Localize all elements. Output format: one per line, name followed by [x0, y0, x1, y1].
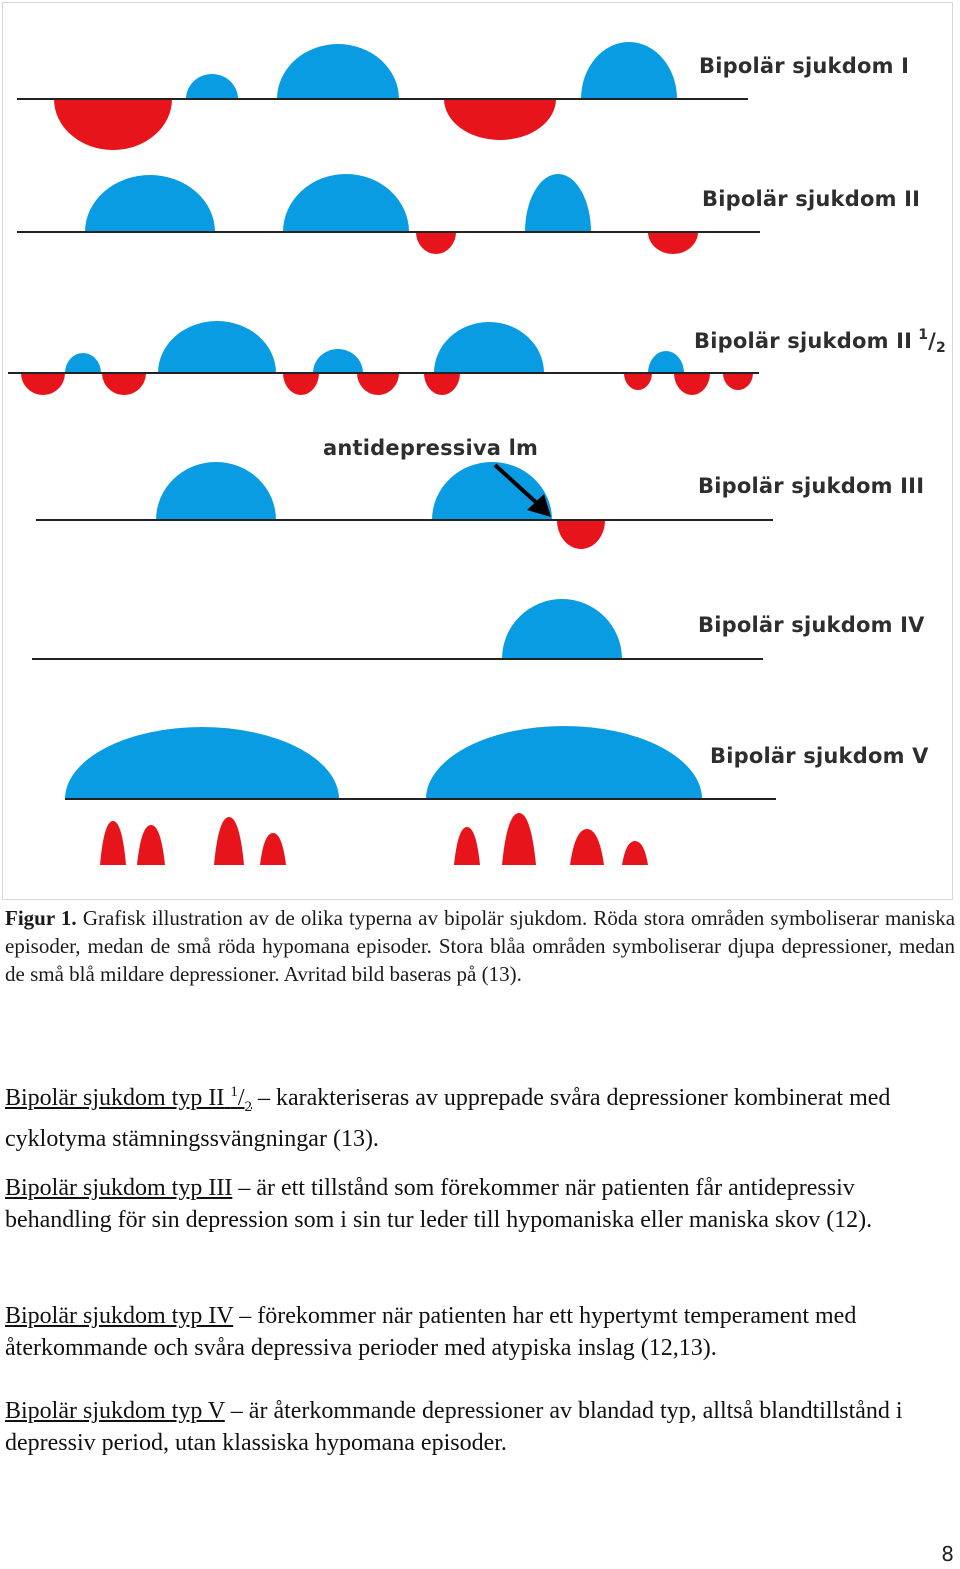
paragraph-type-5: Bipolär sjukdom typ V – är återkommande … — [5, 1398, 903, 1456]
mania-episode — [54, 99, 172, 150]
paragraph-text: är ett tillstånd som förekommer när pati… — [5, 1175, 873, 1233]
depression-episode — [502, 599, 622, 659]
hypomania-spike — [137, 825, 165, 865]
paragraph-type-2-half: Bipolär sjukdom typ II 1/2 – karakterise… — [5, 1084, 891, 1152]
figure-panel: Bipolär sjukdom I Bipolär sjukdom II Bip… — [2, 2, 953, 900]
mania-episode — [21, 373, 65, 395]
page-number: 8 — [941, 1542, 954, 1566]
hypomania-spike — [100, 821, 126, 865]
label-bipolar-5: Bipolär sjukdom V — [710, 744, 929, 768]
mania-episode — [444, 99, 556, 140]
hypomania-spike — [454, 827, 480, 865]
paragraph-text: är återkommande depressioner av blandad … — [5, 1398, 903, 1456]
label-bipolar-4: Bipolär sjukdom IV — [698, 613, 925, 637]
hypomania-spike — [502, 813, 536, 865]
depression-episode — [283, 174, 409, 232]
mania-episode — [674, 373, 710, 395]
hypomania-spike — [622, 841, 648, 865]
label-bipolar-3: Bipolär sjukdom III — [698, 474, 924, 498]
hypomania-spike — [260, 833, 286, 865]
bipolar-types-illustration: Bipolär sjukdom I Bipolär sjukdom II Bip… — [8, 42, 946, 865]
label-bipolar-1: Bipolär sjukdom I — [699, 54, 909, 78]
depression-episode — [525, 174, 591, 232]
depression-episode — [158, 321, 276, 373]
depression-episode — [313, 349, 363, 373]
mania-episode — [283, 373, 319, 395]
figure-caption: Figur 1. Grafisk illustration av de olik… — [5, 904, 955, 988]
depression-episode — [581, 42, 677, 99]
label-bipolar-2: Bipolär sjukdom II — [702, 187, 920, 211]
depression-episode — [186, 74, 238, 99]
depression-episode — [432, 462, 552, 520]
arrow-head — [527, 494, 551, 517]
paragraph-text: förekommer när patienten har ett hyperty… — [5, 1303, 857, 1361]
mania-episode — [648, 232, 698, 254]
paragraph-type-4: Bipolär sjukdom typ IV – förekommer när … — [5, 1303, 857, 1361]
depression-episode — [277, 44, 399, 99]
hypomania-spike — [570, 829, 604, 865]
caption-text: Grafisk illustration av de olika typerna… — [5, 906, 956, 986]
mania-episode — [557, 520, 605, 549]
depression-episode — [426, 726, 702, 799]
mania-episode — [723, 373, 753, 390]
mania-episode — [416, 232, 456, 254]
depression-episode — [434, 322, 544, 373]
mania-episode — [102, 373, 146, 395]
paragraph-type-3: Bipolär sjukdom typ III – är ett tillstå… — [5, 1175, 873, 1233]
term-type-4: Bipolär sjukdom typ IV — [5, 1303, 234, 1329]
mania-episode — [424, 373, 460, 395]
term-type-5: Bipolär sjukdom typ V — [5, 1398, 225, 1424]
caption-label: Figur 1. — [5, 906, 77, 930]
hypomania-spike — [214, 817, 244, 865]
depression-episode — [156, 462, 276, 520]
paragraph-text: karakteriseras av upprepade svåra depres… — [5, 1085, 891, 1152]
depression-episode — [65, 353, 101, 373]
term-type-3: Bipolär sjukdom typ III — [5, 1175, 233, 1201]
depression-episode — [85, 175, 215, 232]
depression-episode — [65, 727, 339, 799]
depression-episode — [648, 351, 684, 373]
annotation-antidepressants: antidepressiva lm — [323, 436, 538, 460]
term-type-2-half: Bipolär sjukdom typ II 1/2 — [5, 1084, 252, 1115]
mania-episode — [624, 373, 652, 390]
arrow-shaft — [493, 463, 541, 507]
mania-episode — [357, 373, 399, 395]
